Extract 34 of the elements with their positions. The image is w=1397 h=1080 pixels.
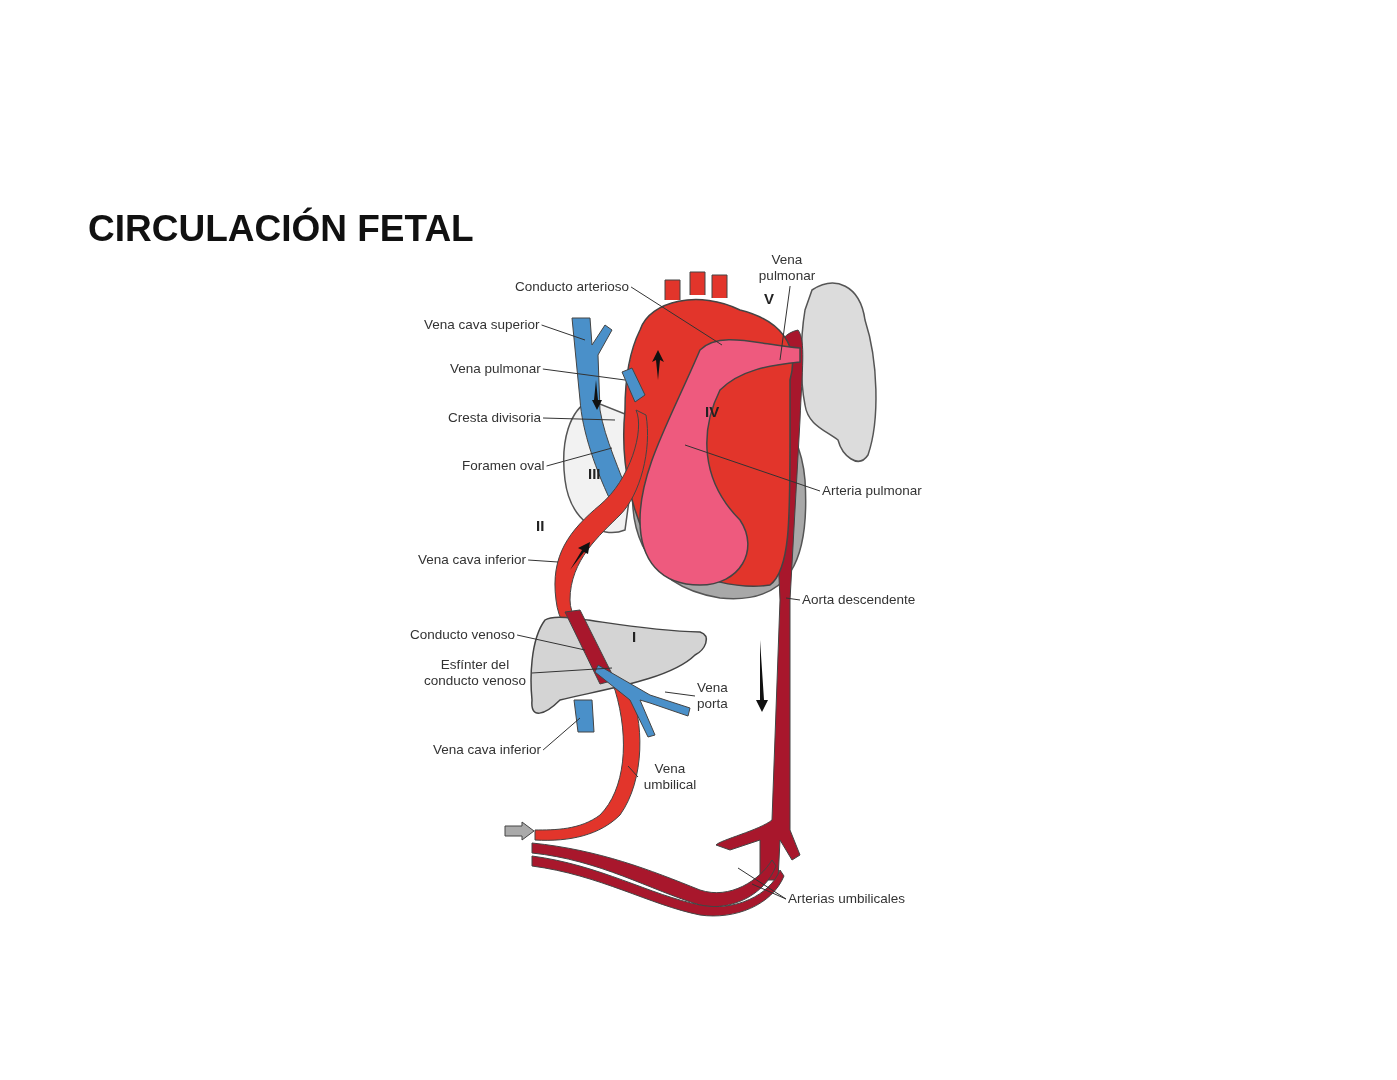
leader-line [630, 286, 723, 346]
leader-line [664, 691, 696, 697]
part-label: Arterias umbilicales [788, 891, 906, 907]
leader-line [542, 417, 616, 421]
roman-numeral-label: V [764, 290, 774, 307]
part-label: Conducto venoso [410, 627, 516, 643]
leader-line [785, 597, 801, 601]
leader-line [546, 447, 613, 467]
part-label: Vena pulmonar [756, 252, 818, 284]
part-label: Vena cava inferior [418, 552, 527, 568]
part-label: Conducto arterioso [515, 279, 630, 295]
leader-line [527, 559, 559, 563]
leader-line [751, 883, 787, 900]
part-label: Vena porta [697, 680, 737, 712]
part-label: Foramen oval [462, 458, 545, 474]
part-label: Vena umbilical [640, 761, 700, 793]
part-label: Cresta divisoria [448, 410, 542, 426]
leader-line [542, 368, 626, 381]
part-label: Vena cava inferior [433, 742, 542, 758]
roman-numeral-label: III [588, 465, 601, 482]
leader-line [627, 765, 639, 778]
leader-line [541, 324, 586, 341]
part-label: Vena cava superior [424, 317, 540, 333]
part-label: Esfínter del conducto venoso [420, 657, 530, 689]
leader-line [531, 667, 613, 674]
leader-line [737, 867, 787, 900]
roman-numeral-label: II [536, 517, 545, 534]
roman-numeral-label: I [632, 628, 637, 645]
part-label: Arteria pulmonar [822, 483, 922, 499]
part-label: Aorta descendente [802, 592, 916, 608]
part-label: Vena pulmonar [450, 361, 541, 377]
leader-line [542, 717, 581, 751]
slide-title: CIRCULACIÓN FETAL [88, 208, 474, 250]
leader-line [779, 285, 791, 361]
